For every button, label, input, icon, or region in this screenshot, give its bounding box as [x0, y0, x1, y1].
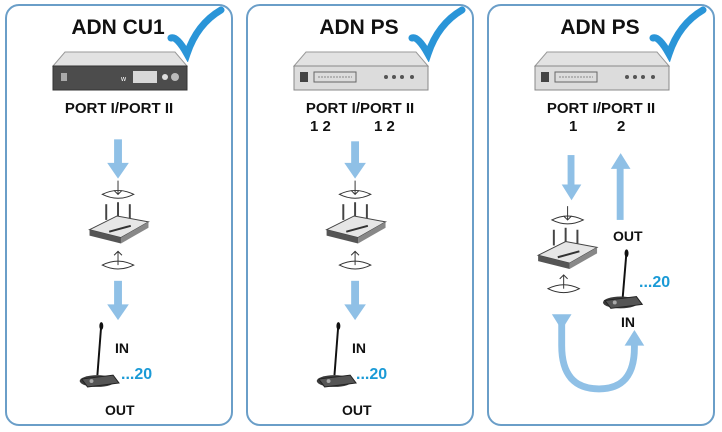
panel-title: ADN PS — [560, 16, 640, 39]
arrow-up-icon — [624, 329, 645, 346]
in-label: IN — [621, 314, 635, 330]
checkmark-icon — [167, 6, 225, 62]
arrow-down-icon — [338, 180, 372, 199]
arrow-down-icon — [551, 314, 572, 330]
arrow-down-icon — [344, 141, 366, 179]
panel-adn-ps-1: ADN PS PORT I/PORT II 1 2 1 2 — [246, 4, 474, 426]
antenna-unit-icon — [325, 202, 387, 244]
panel-title: ADN PS — [319, 16, 399, 39]
microphone-unit-icon — [79, 322, 120, 388]
port-label: PORT I/PORT II — [546, 100, 656, 117]
port-label: PORT I/PORT II — [305, 100, 415, 117]
panel-title: ADN CU1 — [71, 16, 165, 39]
out-label: OUT — [342, 402, 372, 418]
arrow-up-icon — [610, 153, 631, 220]
arrow-down-icon — [101, 180, 135, 199]
panel3-graphics — [536, 153, 645, 393]
panel2-graphics — [316, 141, 387, 388]
unit-count: ...20 — [356, 366, 388, 383]
unit-count: ...20 — [121, 366, 153, 383]
arrow-down-icon — [550, 206, 585, 225]
arrow-up-icon — [101, 250, 135, 270]
microphone-unit-icon — [316, 322, 357, 388]
panel-adn-ps-2: ADN PS PORT I/PORT II 1 2 — [487, 4, 715, 426]
out-label: OUT — [613, 228, 643, 244]
checkmark-icon — [649, 6, 707, 62]
in-label: IN — [115, 340, 129, 356]
port-number-1: 1 — [569, 118, 578, 135]
unit-count: ...20 — [639, 274, 671, 291]
antenna-unit-icon — [536, 227, 599, 270]
svg-text:w: w — [120, 76, 127, 83]
arrow-down-icon — [344, 280, 366, 321]
arrow-up-icon — [338, 250, 372, 270]
panel-adn-cu1: ADN CU1 w PORT I/PORT II — [5, 4, 233, 426]
port-label: PORT I/PORT II — [64, 100, 174, 117]
loop-arrow — [558, 320, 638, 393]
power-supply-icon — [292, 51, 430, 91]
arrow-down-icon — [107, 280, 129, 321]
arrow-down-icon — [107, 139, 129, 179]
port-number-2: 2 — [617, 118, 626, 135]
power-supply-icon — [533, 51, 671, 91]
arrow-up-icon — [546, 274, 581, 294]
port-numbers-right: 1 2 — [374, 118, 395, 135]
microphone-unit-icon — [602, 249, 644, 309]
arrow-down-icon — [561, 155, 582, 201]
panel1-graphics — [79, 139, 150, 388]
central-unit-icon: w — [51, 51, 189, 91]
out-label: OUT — [105, 402, 135, 418]
antenna-unit-icon — [88, 202, 150, 244]
port-numbers-left: 1 2 — [310, 118, 331, 135]
in-label: IN — [352, 340, 366, 356]
checkmark-icon — [408, 6, 466, 62]
